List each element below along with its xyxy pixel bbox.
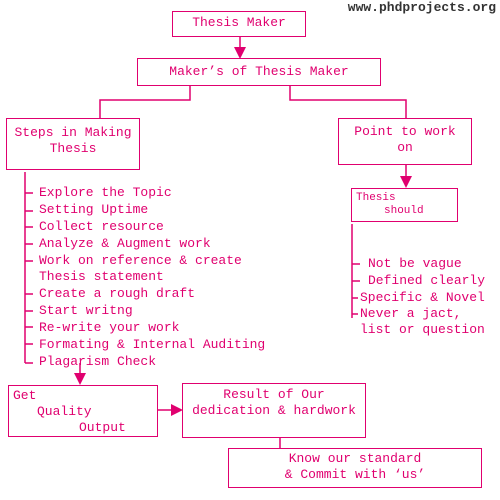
- get-line2: Quality: [37, 404, 92, 419]
- step-item: Collect resource: [39, 219, 164, 234]
- should-line1: Thesis: [356, 192, 396, 204]
- point-title-line1: Point to work: [354, 124, 456, 139]
- step-item: Plagarism Check: [39, 354, 157, 369]
- step-item: Thesis statement: [39, 269, 164, 284]
- know-line2: & Commit with ‘us’: [284, 467, 426, 482]
- step-item: Start writng: [39, 303, 133, 318]
- should-item: Not be vague: [368, 256, 462, 271]
- should-item: Never a jact,: [360, 306, 462, 321]
- know-standard-box: Know our standard & Commit with ‘us’: [228, 448, 482, 488]
- step-item: Analyze & Augment work: [39, 236, 211, 251]
- get-line3: Output: [79, 420, 126, 435]
- get-quality-output-box: Get Quality Output: [8, 385, 158, 437]
- line-makers-to-point: [289, 86, 407, 118]
- line-makers-to-steps: [99, 86, 191, 118]
- steps-box: Steps in Making Thesis: [6, 118, 140, 170]
- watermark: www.phdprojects.org: [347, 0, 496, 15]
- get-line1: Get: [13, 388, 37, 403]
- step-item: Work on reference & create: [39, 253, 242, 268]
- know-line1: Know our standard: [288, 451, 422, 466]
- steps-title-line1: Steps in Making: [14, 125, 132, 140]
- step-item: Formating & Internal Auditing: [39, 337, 266, 352]
- step-item: Create a rough draft: [39, 286, 196, 301]
- result-line1: Result of Our: [223, 387, 325, 402]
- result-box: Result of Our dedication & hardwork: [182, 383, 366, 438]
- steps-title-line2: Thesis: [49, 141, 97, 156]
- step-item: Explore the Topic: [39, 185, 172, 200]
- thesis-maker-label: Thesis Maker: [192, 15, 286, 30]
- step-item: Re-write your work: [39, 320, 180, 335]
- point-title-line2: on: [397, 140, 413, 155]
- step-item: Setting Uptime: [39, 202, 149, 217]
- result-line2: dedication & hardwork: [192, 403, 356, 418]
- should-item: Specific & Novel: [360, 290, 485, 305]
- makers-box: Maker’s of Thesis Maker: [137, 58, 381, 86]
- thesis-should-box: Thesis should: [351, 188, 458, 222]
- thesis-maker-box: Thesis Maker: [172, 11, 306, 37]
- should-line2: should: [384, 205, 424, 217]
- should-item: Defined clearly: [368, 273, 486, 288]
- makers-label: Maker’s of Thesis Maker: [169, 64, 349, 79]
- point-box: Point to work on: [338, 118, 472, 165]
- should-item: list or question: [360, 322, 485, 337]
